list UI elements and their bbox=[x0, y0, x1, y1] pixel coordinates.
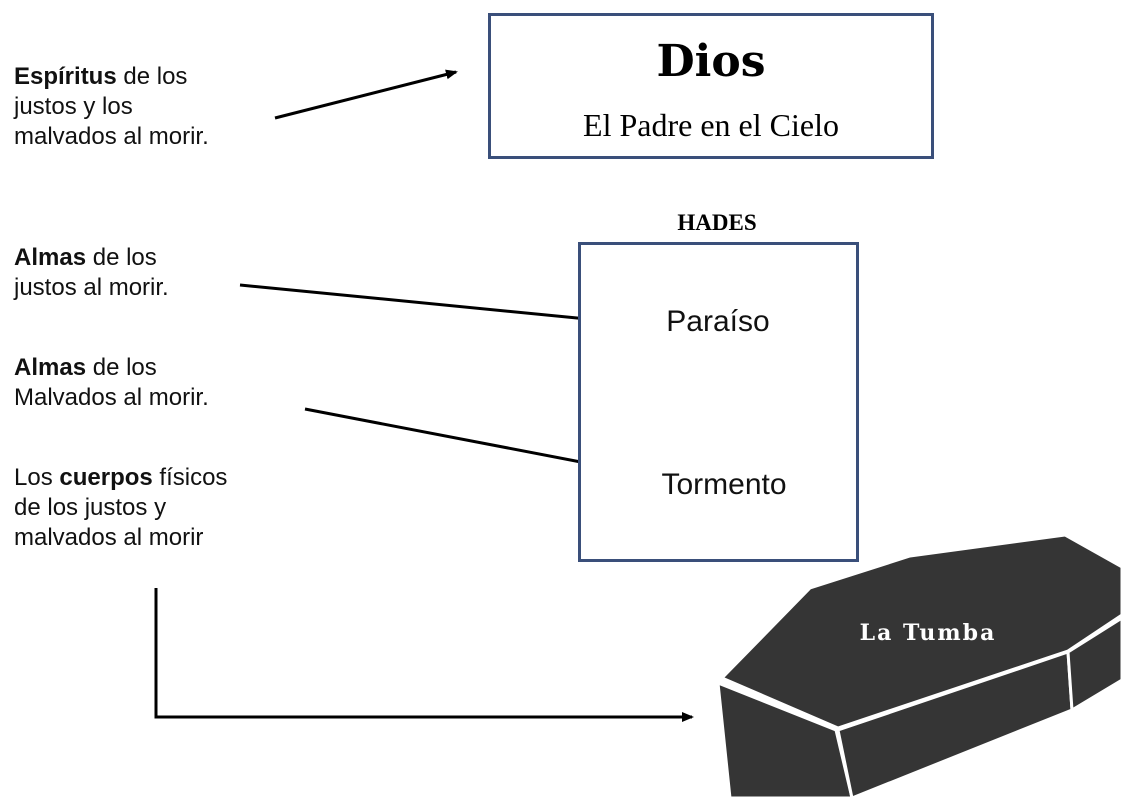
arrow-espiritus-to-dios bbox=[274, 69, 458, 120]
label-almas-malvados: Almas de los Malvados al morir. bbox=[14, 353, 209, 413]
arrow-cuerpos-to-tumba bbox=[154, 588, 694, 722]
tumba-label: La Tumba bbox=[859, 620, 997, 646]
coffin-front-left bbox=[716, 681, 854, 798]
paraiso-label: Paraíso bbox=[666, 305, 770, 338]
almas-justos-bold: Almas bbox=[14, 244, 87, 271]
cuerpos-line3: malvados al morir bbox=[14, 524, 204, 551]
cuerpos-rest: físicos bbox=[152, 464, 228, 491]
cuerpos-line2: de los justos y bbox=[14, 494, 167, 521]
espiritus-line2: justos y los bbox=[14, 93, 133, 120]
arrow-almas-malvados-to-tormento bbox=[304, 407, 614, 472]
cuerpos-pre: Los bbox=[14, 464, 60, 491]
espiritus-line3: malvados al morir. bbox=[14, 123, 209, 150]
coffin-lid bbox=[720, 533, 1122, 730]
espiritus-rest: de los bbox=[116, 63, 188, 90]
almas-malvados-line2: Malvados al morir. bbox=[14, 384, 209, 411]
dios-subtitle: El Padre en el Cielo bbox=[583, 107, 839, 143]
almas-malvados-rest: de los bbox=[86, 354, 157, 381]
tormento-label: Tormento bbox=[661, 468, 787, 501]
arrow-almas-justos-to-paraiso bbox=[239, 283, 620, 327]
espiritus-bold: Espíritus bbox=[14, 63, 117, 90]
label-espiritus: Espíritus de los justos y los malvados a… bbox=[14, 62, 209, 152]
label-cuerpos: Los cuerpos físicos de los justos y malv… bbox=[14, 463, 227, 553]
coffin-right-side bbox=[1066, 616, 1122, 712]
hades-box bbox=[578, 242, 859, 562]
almas-justos-line2: justos al morir. bbox=[14, 274, 169, 301]
hades-title: HADES bbox=[677, 210, 757, 235]
dios-box: Dios El Padre en el Cielo bbox=[488, 13, 934, 159]
label-almas-justos: Almas de los justos al morir. bbox=[14, 243, 169, 303]
cuerpos-bold: cuerpos bbox=[59, 464, 153, 491]
almas-justos-rest: de los bbox=[86, 244, 157, 271]
almas-malvados-bold: Almas bbox=[14, 354, 87, 381]
tumba-coffin bbox=[716, 533, 1122, 798]
dios-title: Dios bbox=[656, 36, 766, 87]
